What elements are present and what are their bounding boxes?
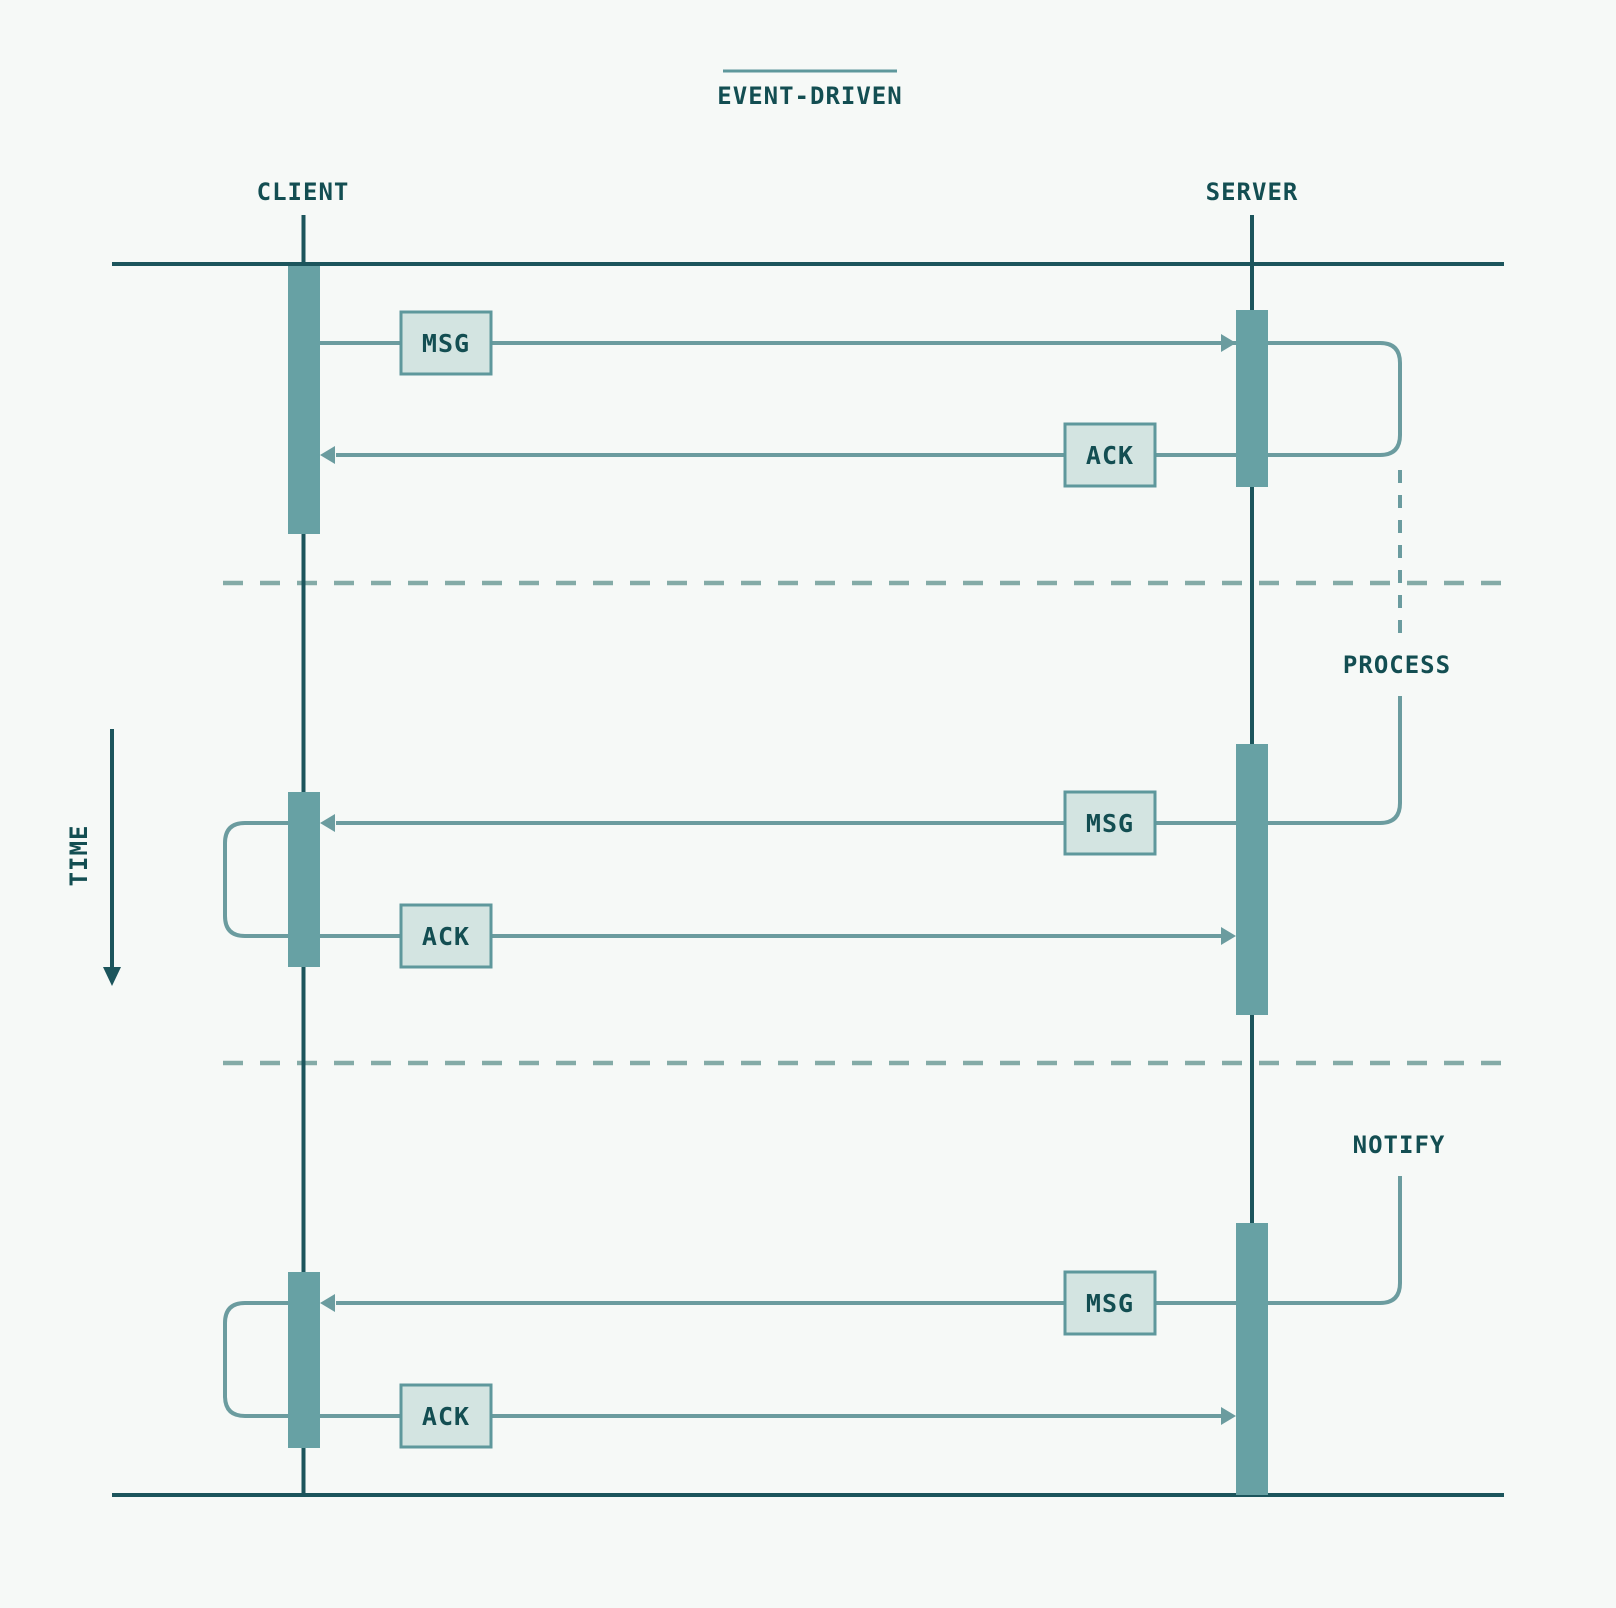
- exchange3-ack-arrowhead-icon: [1221, 1407, 1236, 1425]
- exchange3-msg-arrowhead-icon: [320, 1294, 335, 1312]
- client-activation-bar-3: [288, 1272, 320, 1448]
- server-activation-bar-2: [1236, 744, 1268, 1015]
- exchange1-ack-arrowhead-icon: [320, 446, 335, 464]
- exchange2-ack-label: ACK: [422, 922, 470, 951]
- exchange-2: [223, 696, 1402, 938]
- exchange1-ack-label-box: ACK: [1063, 422, 1157, 488]
- notify-annotation: NOTIFY: [1353, 1131, 1446, 1159]
- exchange3-msg-label: MSG: [1086, 1289, 1134, 1318]
- server-label: SERVER: [1206, 178, 1299, 206]
- process-annotation: PROCESS: [1343, 651, 1451, 679]
- client-activation-bar-1: [288, 266, 320, 534]
- exchange1-msg-arrowhead-icon: [1221, 334, 1236, 352]
- diagram-title: EVENT-DRIVEN: [717, 82, 902, 110]
- time-axis: TIME: [65, 729, 121, 986]
- exchange-1: [320, 341, 1402, 638]
- exchange2-ack-label-box: ACK: [399, 903, 493, 969]
- exchange2-ack-arrowhead-icon: [1221, 927, 1236, 945]
- server-activation-bar-3: [1236, 1223, 1268, 1495]
- client-activation-bar-2: [288, 792, 320, 967]
- exchange2-msg-arrowhead-icon: [320, 814, 335, 832]
- exchange2-msg-line: [336, 696, 1402, 825]
- server-activation-bar-1: [1236, 310, 1268, 487]
- exchange1-ack-label: ACK: [1086, 441, 1134, 470]
- exchange2-msg-label: MSG: [1086, 809, 1134, 838]
- exchange2-ack-line: [223, 821, 1221, 938]
- time-arrow-head-icon: [103, 967, 121, 986]
- exchange2-msg-label-box: MSG: [1063, 790, 1157, 856]
- exchange3-ack-label: ACK: [422, 1402, 470, 1431]
- exchange3-msg-line: [336, 1176, 1402, 1305]
- exchange1-msg-label-box: MSG: [399, 310, 493, 376]
- exchange1-flow-line: [320, 341, 1402, 457]
- exchange3-msg-label-box: MSG: [1063, 1270, 1157, 1336]
- exchange1-msg-label: MSG: [422, 329, 470, 358]
- time-axis-label: TIME: [65, 825, 93, 887]
- client-label: CLIENT: [257, 178, 350, 206]
- exchange-3: [223, 1176, 1402, 1418]
- exchange3-ack-label-box: ACK: [399, 1383, 493, 1449]
- exchange3-ack-line: [223, 1301, 1221, 1418]
